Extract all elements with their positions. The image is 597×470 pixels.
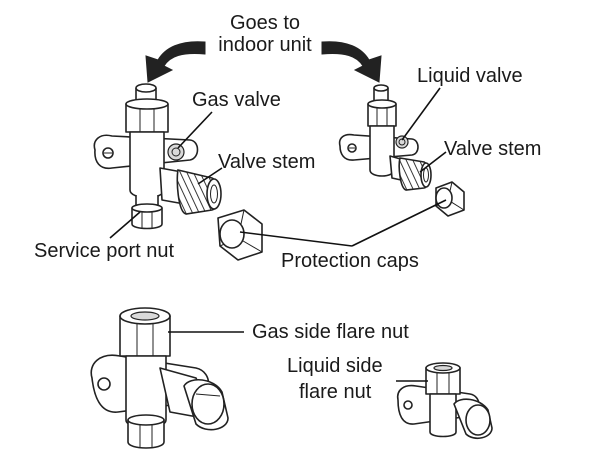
gas-side-flare-nut-label: Gas side flare nut <box>252 321 409 343</box>
leader-service-port-nut <box>109 211 141 239</box>
gas-flare-nut-assembly <box>90 307 229 449</box>
valve-stem-left-label: Valve stem <box>218 151 316 173</box>
leader-valve-stem-right <box>419 151 447 173</box>
goes-to-label: Goes to indoor unit <box>200 12 330 56</box>
leader-gas-valve <box>177 111 213 149</box>
protection-caps-label: Protection caps <box>281 250 419 272</box>
liquid-valve-assembly <box>338 84 432 191</box>
service-port-nut-label: Service port nut <box>34 240 175 262</box>
leader-liquid-valve <box>401 87 441 141</box>
gas-valve-label: Gas valve <box>192 89 281 111</box>
liquid-valve-label: Liquid valve <box>417 65 523 87</box>
valve-stem-right-label: Valve stem <box>444 138 542 160</box>
arrow-left-icon <box>145 41 206 83</box>
liquid-flare-nut-assembly <box>396 362 493 440</box>
liquid-side-line2: flare nut <box>299 381 372 403</box>
protection-cap-large <box>217 209 263 261</box>
gas-valve-assembly <box>93 83 222 230</box>
liquid-side-flare-nut-label: Liquid side flare nut <box>287 355 383 403</box>
arrow-right-icon <box>321 41 382 83</box>
leader-protection-caps <box>239 199 447 247</box>
liquid-side-line1: Liquid side <box>287 355 383 377</box>
protection-cap-small <box>435 181 465 217</box>
goes-to-line1: Goes to <box>229 12 301 34</box>
goes-to-line2: indoor unit <box>218 34 312 56</box>
leader-valve-stem-left <box>197 167 223 185</box>
